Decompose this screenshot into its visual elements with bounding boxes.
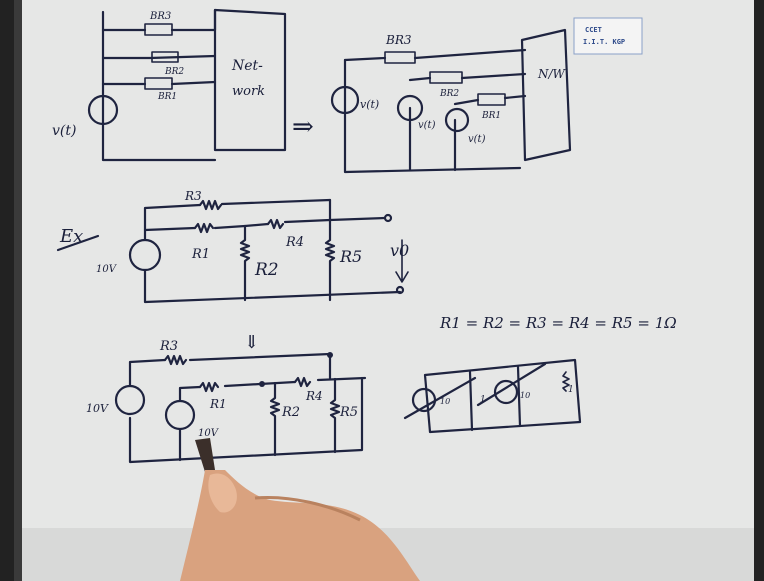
finger-crease bbox=[254, 495, 361, 522]
example-circuit: Ex R3 R1 R4 R2 R5 10V v0 bbox=[56, 189, 409, 304]
ex-source-label: 10V bbox=[96, 264, 118, 275]
br3-label: BR3 bbox=[149, 11, 171, 22]
transform-arrow: ⇒ bbox=[292, 112, 314, 142]
graph-n1: 10 bbox=[440, 397, 450, 406]
paper-sheet bbox=[14, 0, 754, 581]
pen-tip bbox=[195, 438, 215, 472]
logo-line2: I.I.T. KGP bbox=[583, 38, 625, 46]
rt-v1-label: v(t) bbox=[360, 98, 379, 111]
source-label: v(t) bbox=[52, 123, 76, 139]
ex-vo-label: v0 bbox=[390, 241, 409, 260]
b-s1-label: 10V bbox=[86, 402, 109, 415]
resistor-equation: R1 = R2 = R3 = R4 = R5 = 1Ω bbox=[439, 314, 677, 332]
ex-label: Ex bbox=[59, 226, 83, 247]
b-r5-label: R5 bbox=[339, 405, 358, 420]
ex-r1-label: R1 bbox=[191, 247, 210, 262]
ex-r3-label: R3 bbox=[184, 189, 202, 203]
graph-n2: 1 bbox=[480, 395, 486, 405]
rt-v3-label: v(t) bbox=[468, 134, 486, 145]
network-label-2: work bbox=[232, 84, 265, 99]
logo-line1: CCET bbox=[585, 26, 602, 34]
b-s2-label: 10V bbox=[198, 428, 220, 439]
br2-label: BR2 bbox=[164, 67, 184, 77]
rt-br3-label: BR3 bbox=[385, 33, 412, 47]
b-r2-label: R2 bbox=[281, 405, 300, 420]
ex-r4-label: R4 bbox=[285, 235, 304, 250]
ccet-logo: CCET I.I.T. KGP bbox=[573, 17, 643, 55]
rt-nw-label: N/W bbox=[537, 67, 567, 81]
right-graph-sketch: 10 1 10 1 bbox=[403, 358, 582, 434]
down-arrow: ⇓ bbox=[244, 332, 259, 353]
network-label-1: Net- bbox=[231, 58, 263, 74]
hand bbox=[180, 470, 420, 581]
rt-br1-label: BR1 bbox=[481, 111, 501, 121]
ex-r5-label: R5 bbox=[339, 247, 362, 266]
ex-r2-label: R2 bbox=[254, 260, 279, 280]
graph-n3: 10 bbox=[520, 391, 530, 400]
hand-with-pen bbox=[180, 438, 420, 581]
top-left-circuit: BR3 BR2 BR1 v(t) Net- work bbox=[52, 8, 287, 162]
top-right-circuit: BR3 BR2 BR1 v(t) v(t) v(t) N/W bbox=[330, 28, 572, 174]
rt-v2-label: v(t) bbox=[418, 120, 436, 131]
rt-br2-label: BR2 bbox=[439, 89, 459, 99]
b-r1-label: R1 bbox=[209, 397, 227, 411]
paper-left-edge bbox=[14, 0, 22, 581]
br1-label: BR1 bbox=[157, 92, 177, 102]
graph-n4: 1 bbox=[568, 385, 574, 395]
b-r3-label: R3 bbox=[159, 339, 178, 354]
finger-highlight bbox=[208, 473, 237, 513]
bottom-circuit: ⇓ R3 R1 R4 R2 R5 10V 10V bbox=[86, 332, 367, 464]
b-r4-label: R4 bbox=[305, 389, 323, 403]
